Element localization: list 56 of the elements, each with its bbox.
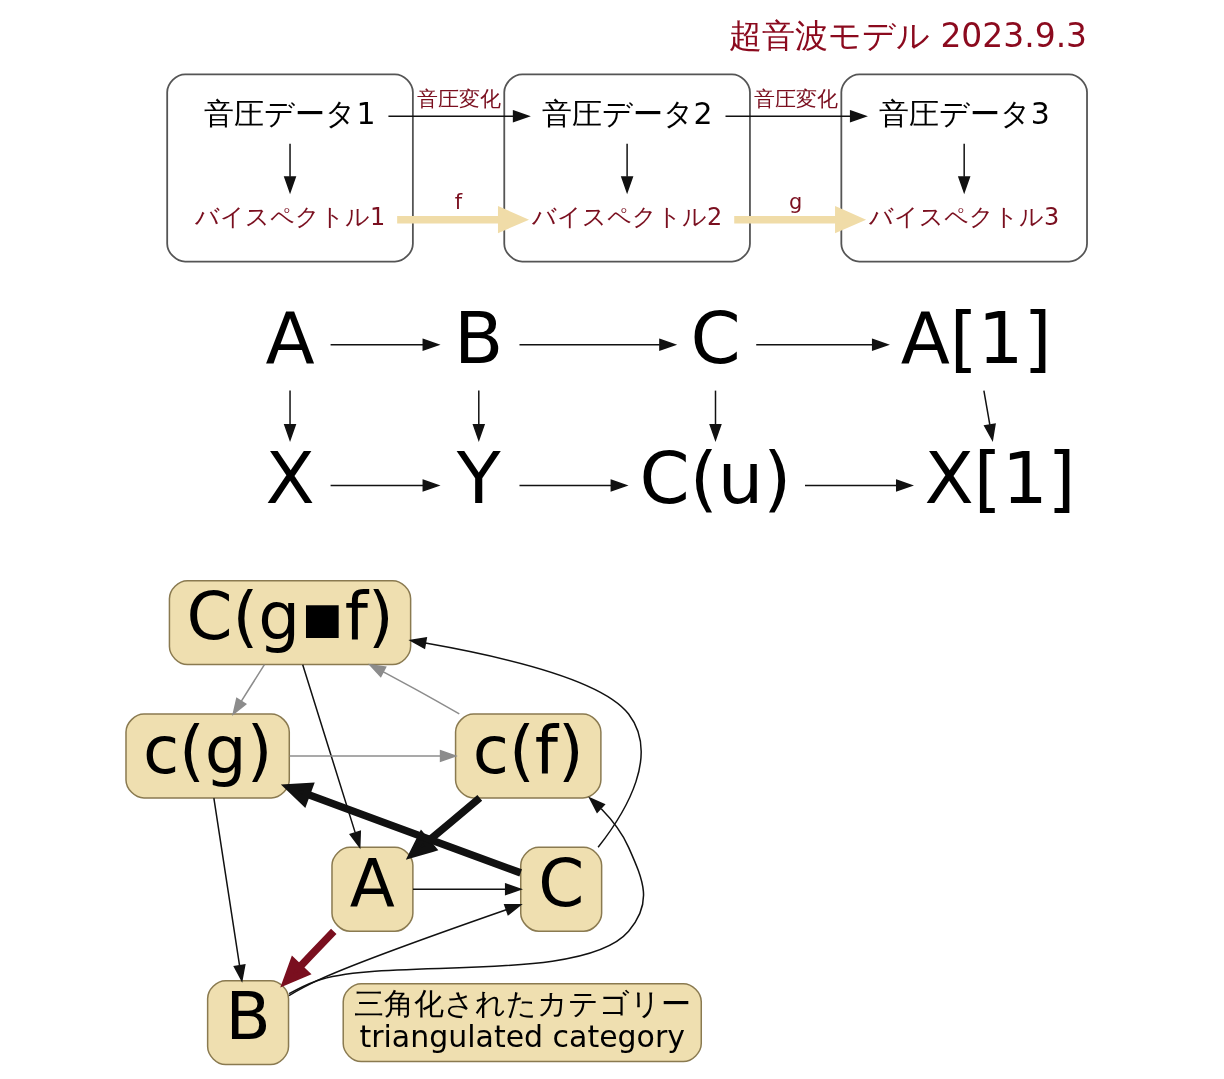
node-box: c(f) <box>454 713 602 799</box>
arrow <box>803 479 914 492</box>
arrow <box>755 338 890 352</box>
edge-label: 音圧変化 <box>416 87 501 112</box>
node-text: 音圧データ2 <box>541 95 713 131</box>
arrow <box>287 903 523 997</box>
arrow <box>283 142 296 195</box>
node-box: C(g▪f) <box>168 579 411 666</box>
diagram-title: 超音波モデル 2023.9.3 <box>728 15 1087 55</box>
node-box: 三角化されたカテゴリー triangulated category <box>341 982 702 1063</box>
arrow <box>407 636 642 849</box>
node-text: バイスペクトル3 <box>868 203 1059 232</box>
arrow <box>724 110 868 123</box>
arrow <box>620 142 633 195</box>
arrow <box>387 110 531 123</box>
arrow <box>301 664 361 850</box>
arrow <box>405 795 482 860</box>
arrow <box>957 142 970 195</box>
arrow <box>212 797 246 983</box>
node-text: バイスペクトル1 <box>194 203 385 232</box>
arrow <box>411 883 523 896</box>
arrow <box>708 389 722 443</box>
arrow <box>231 663 265 716</box>
arrow <box>982 389 996 443</box>
node-text: A[1] <box>900 295 1052 380</box>
node-text: 音圧データ1 <box>204 95 376 131</box>
node-text: B <box>453 295 503 380</box>
edge-label: 音圧変化 <box>753 87 838 112</box>
cluster <box>165 73 414 263</box>
arrow <box>329 338 441 352</box>
arrow <box>279 928 336 988</box>
node-text: X <box>264 436 315 521</box>
node-box: B <box>206 979 289 1066</box>
node-text: X[1] <box>924 436 1076 521</box>
arrow <box>518 338 677 352</box>
node-text: C <box>689 295 741 380</box>
node-text: バイスペクトル2 <box>531 203 722 232</box>
node-text: Y <box>456 436 501 521</box>
arrow <box>288 749 458 763</box>
node-box: c(g) <box>124 713 290 799</box>
node-text: A <box>264 295 315 380</box>
cluster <box>502 73 751 263</box>
edge-label: f <box>454 190 462 215</box>
arrow <box>287 796 644 995</box>
arrow <box>280 782 522 877</box>
node-text: 音圧データ3 <box>878 95 1050 131</box>
arrow <box>367 663 460 715</box>
arrow <box>329 479 441 492</box>
node-box: A <box>330 846 414 932</box>
cluster <box>839 73 1088 263</box>
edge-label: g <box>788 190 802 215</box>
arrow <box>472 389 485 443</box>
arrow <box>283 389 296 443</box>
arrow <box>518 479 629 492</box>
node-text: C(u) <box>639 436 791 521</box>
node-box: C <box>519 846 602 932</box>
